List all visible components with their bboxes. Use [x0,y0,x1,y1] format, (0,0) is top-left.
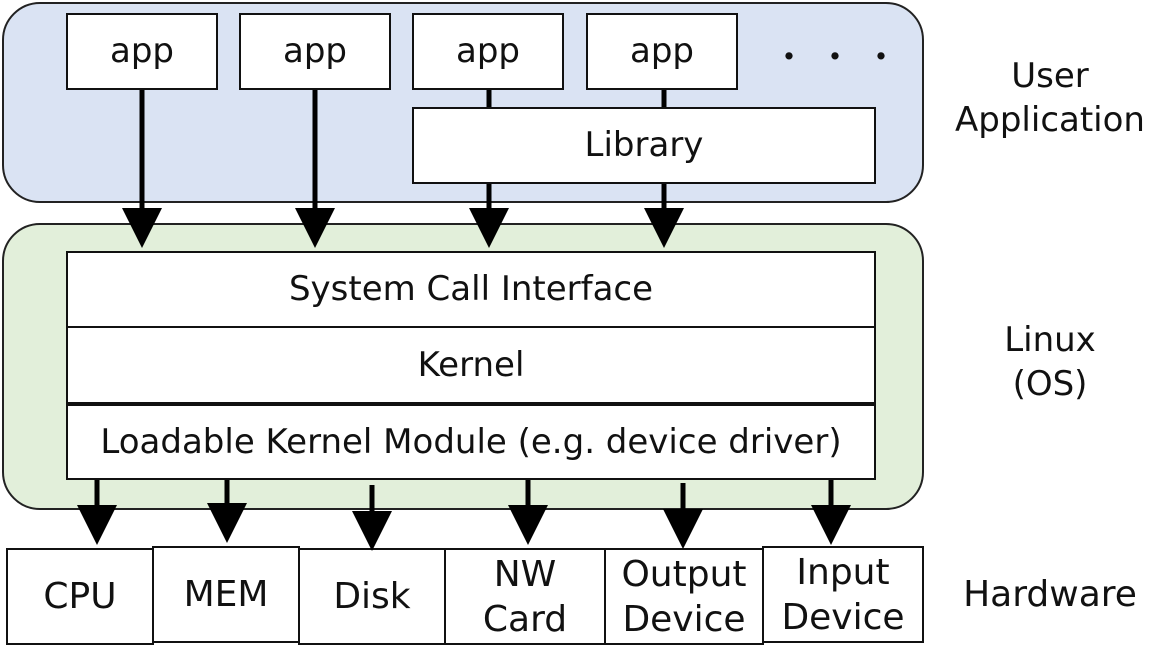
hardware-mem-box: MEM [152,546,300,643]
app-label: app [110,31,174,72]
loadable-kernel-module-label: Loadable Kernel Module (e.g. device driv… [100,421,842,462]
loadable-kernel-module-box: Loadable Kernel Module (e.g. device driv… [66,402,876,480]
app-box-2: app [239,13,391,90]
hardware-input-device-box: Input Device [762,546,924,643]
app-box-3: app [412,13,564,90]
kernel-label: Kernel [417,344,525,385]
system-call-interface-label: System Call Interface [288,269,654,310]
hardware-label: Input Device [781,551,905,638]
hardware-nw-card-box: NW Card [444,548,606,645]
hardware-label: CPU [43,576,117,617]
app-label: app [456,31,520,72]
hardware-label: NW Card [482,553,568,640]
hardware-label: Output Device [621,553,747,640]
hardware-label: Disk [333,576,411,617]
linux-os-side-label: Linux (OS) [1004,320,1096,405]
app-box-4: app [586,13,738,90]
hardware-label: MEM [183,574,269,615]
library-label: Library [584,125,704,166]
user-application-side-label: User Application [955,56,1145,141]
more-apps-ellipsis: ・・・ [772,38,910,78]
hardware-side-label: Hardware [963,574,1137,615]
hardware-cpu-box: CPU [6,548,154,645]
app-label: app [630,31,694,72]
hardware-output-device-box: Output Device [604,548,764,645]
library-box: Library [412,107,876,184]
app-label: app [283,31,347,72]
app-box-1: app [66,13,218,90]
